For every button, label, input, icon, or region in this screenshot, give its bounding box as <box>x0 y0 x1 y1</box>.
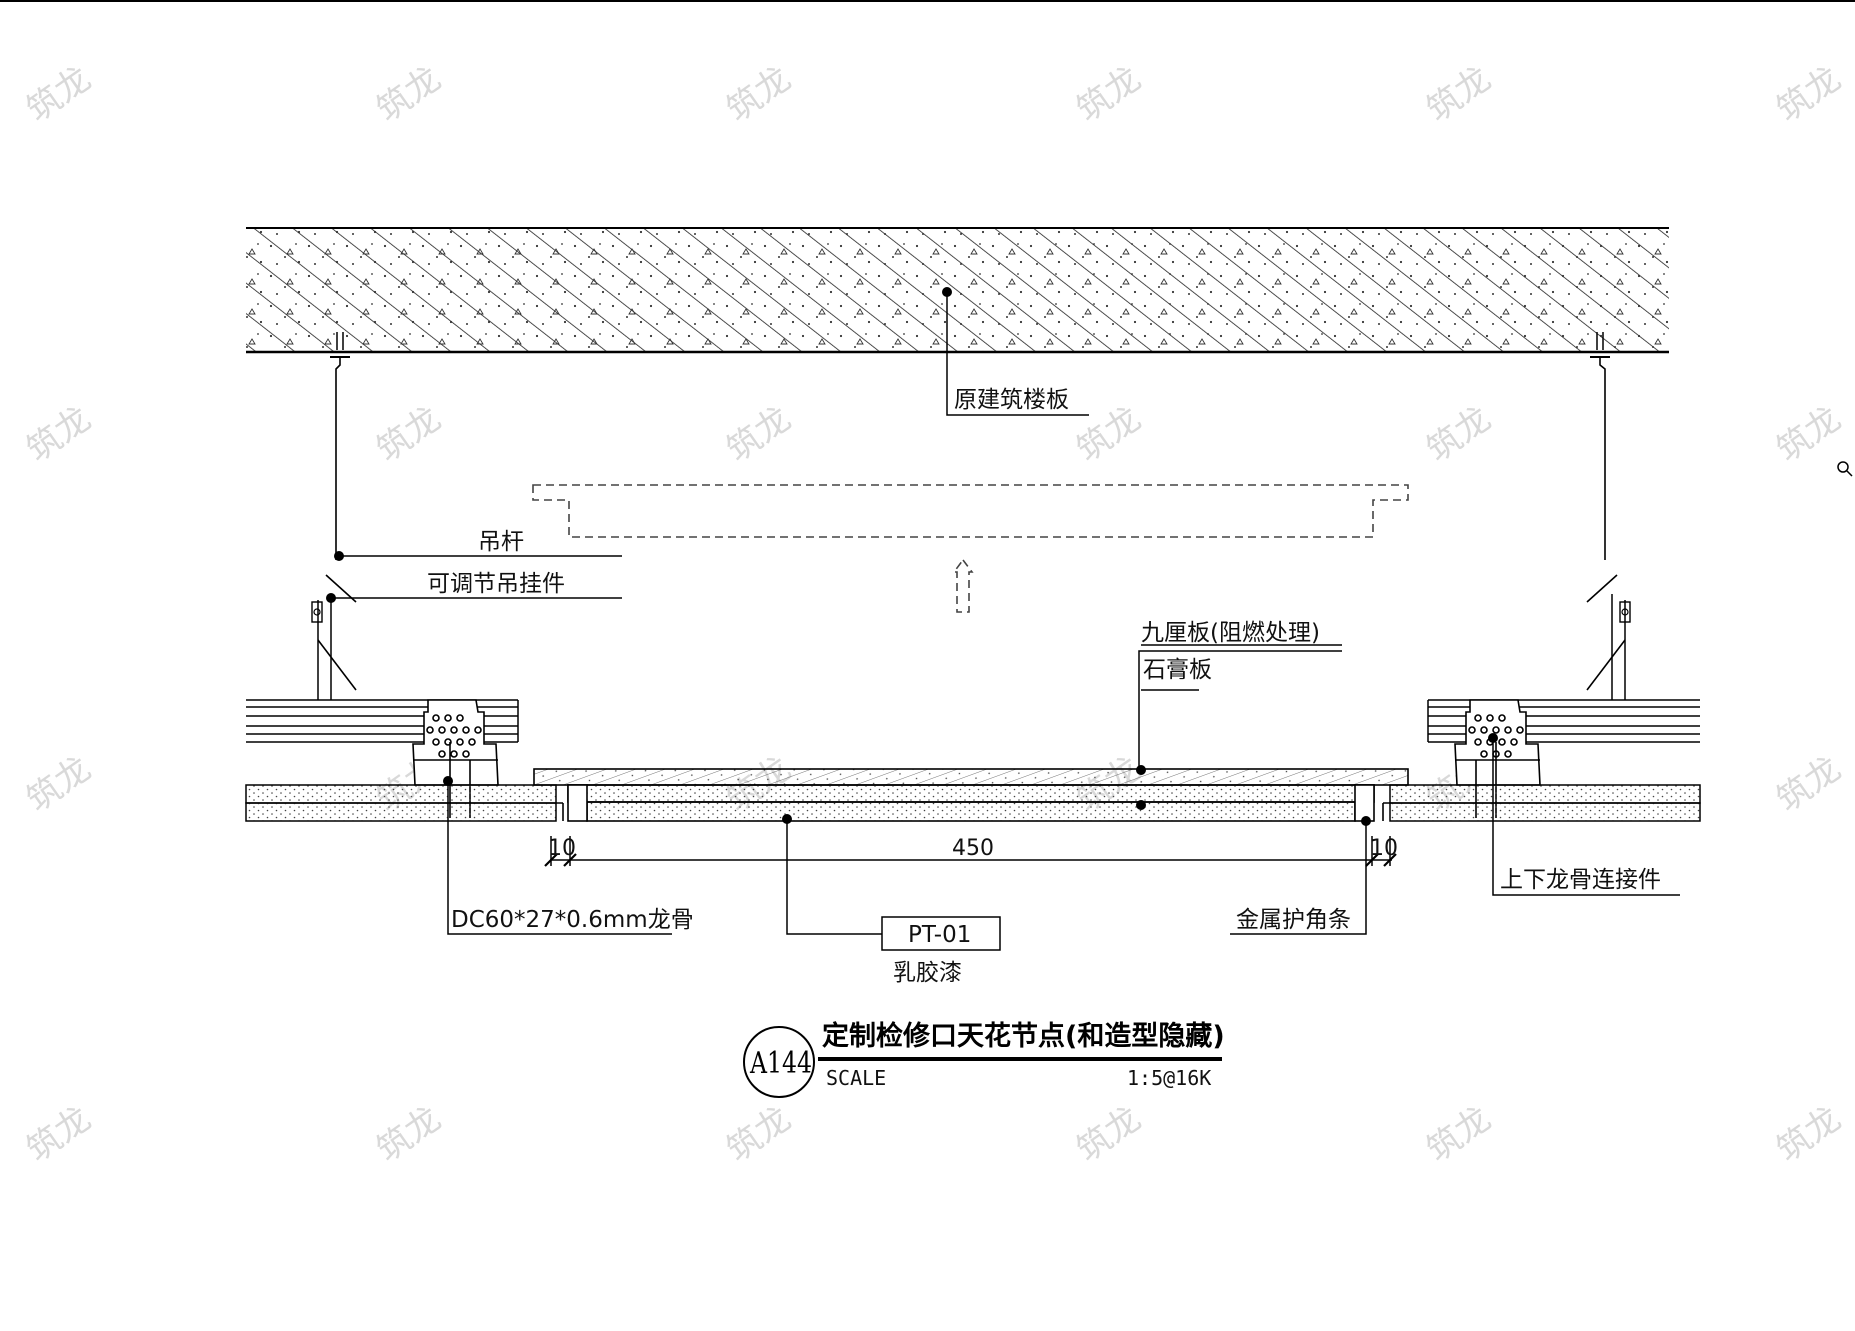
hidden-outline <box>532 484 1409 613</box>
watermark: 筑龙 <box>1769 1099 1848 1171</box>
scale-value: 1:5@16K <box>1127 1066 1211 1090</box>
hanger-rod-left <box>311 332 357 700</box>
leader-lines <box>331 292 1680 935</box>
dim-span: 450 <box>952 836 994 861</box>
material-code-box <box>881 916 1001 951</box>
watermark: 筑龙 <box>1769 59 1848 131</box>
watermark-layer: 筑龙筑龙筑龙筑龙筑龙筑龙筑龙筑龙筑龙筑龙筑龙筑龙筑龙筑龙筑龙筑龙筑龙筑龙筑龙筑龙… <box>19 59 1848 1171</box>
scale-label: SCALE <box>826 1066 886 1090</box>
detail-code: A144 <box>749 1046 812 1081</box>
ceiling-board-right <box>1383 784 1701 822</box>
watermark: 筑龙 <box>369 1099 448 1171</box>
watermark: 筑龙 <box>369 59 448 131</box>
detail-title: 定制检修口天花节点(和造型隐藏) <box>822 1020 1225 1052</box>
title-block <box>743 1026 1222 1098</box>
label-material-code: PT-01 <box>908 922 971 948</box>
label-keel: DC60*27*0.6mm龙骨 <box>451 907 694 933</box>
watermark: 筑龙 <box>1419 59 1498 131</box>
watermark: 筑龙 <box>1069 59 1148 131</box>
label-paint: 乳胶漆 <box>893 960 962 986</box>
watermark: 筑龙 <box>1769 399 1848 471</box>
hanger-rod-right <box>1586 332 1631 700</box>
watermark: 筑龙 <box>19 59 98 131</box>
watermark: 筑龙 <box>1419 399 1498 471</box>
concrete-slab <box>246 227 1669 354</box>
watermark: 筑龙 <box>719 399 798 471</box>
watermark: 筑龙 <box>19 1099 98 1171</box>
label-connector: 上下龙骨连接件 <box>1500 867 1661 893</box>
watermark: 筑龙 <box>1069 399 1148 471</box>
label-hanger-rod: 吊杆 <box>478 529 524 555</box>
access-panel <box>533 768 1409 822</box>
watermark: 筑龙 <box>19 399 98 471</box>
keel-clip-right <box>1454 699 1541 818</box>
magnifier-icon <box>1837 461 1853 477</box>
label-corner-strip: 金属护角条 <box>1236 907 1351 933</box>
watermark: 筑龙 <box>1419 1099 1498 1171</box>
label-adjustable-hanger: 可调节吊挂件 <box>427 571 565 597</box>
label-slab: 原建筑楼板 <box>954 387 1069 413</box>
dimension-line <box>544 836 1397 867</box>
dim-gap-left: 10 <box>548 836 576 861</box>
watermark: 筑龙 <box>1769 749 1848 821</box>
label-gypsum-board: 石膏板 <box>1143 657 1212 683</box>
watermark: 筑龙 <box>1069 1099 1148 1171</box>
watermark: 筑龙 <box>19 749 98 821</box>
watermark: 筑龙 <box>719 59 798 131</box>
label-plywood: 九厘板(阻燃处理) <box>1141 620 1320 646</box>
dim-gap-right: 10 <box>1370 836 1398 861</box>
leader-dots <box>326 287 1498 826</box>
ceiling-board-left <box>245 784 563 822</box>
watermark: 筑龙 <box>719 1099 798 1171</box>
watermark: 筑龙 <box>369 399 448 471</box>
